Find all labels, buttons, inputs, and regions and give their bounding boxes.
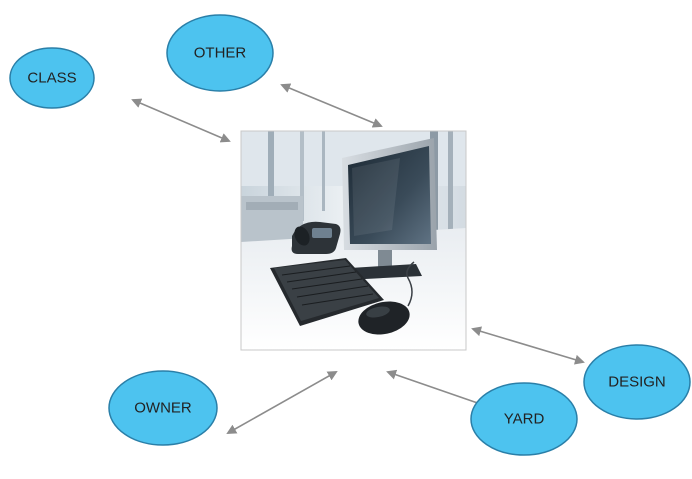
node-yard-label: YARD — [504, 411, 545, 428]
node-owner-ellipse — [108, 370, 218, 446]
keyboard-icon — [270, 258, 384, 326]
connector-yard-to-center — [386, 369, 494, 411]
connector-class-to-center — [131, 98, 231, 143]
connectors — [131, 83, 585, 434]
node-design-label: DESIGN — [608, 374, 666, 391]
monitor-icon — [342, 138, 437, 280]
node-owner-label: OWNER — [134, 400, 192, 417]
node-owner[interactable]: OWNER — [108, 370, 218, 446]
node-design[interactable]: DESIGN — [583, 344, 691, 420]
connector-other-to-center — [280, 83, 383, 128]
node-other-label: OTHER — [194, 45, 247, 62]
node-yard-ellipse — [470, 382, 578, 456]
center-image-frame — [240, 130, 467, 351]
node-class-ellipse — [9, 47, 95, 109]
mouse-icon — [358, 261, 415, 335]
node-yard[interactable]: YARD — [470, 382, 578, 456]
node-class-label: CLASS — [27, 70, 76, 87]
node-design-ellipse — [583, 344, 691, 420]
node-other-ellipse — [166, 14, 274, 92]
desktop-computer-photo-icon — [241, 131, 466, 350]
connector-owner-to-center — [226, 371, 338, 434]
connector-design-to-center — [471, 326, 585, 365]
desk-phone-icon — [291, 221, 341, 254]
node-other[interactable]: OTHER — [166, 14, 274, 92]
node-class[interactable]: CLASS — [9, 47, 95, 109]
